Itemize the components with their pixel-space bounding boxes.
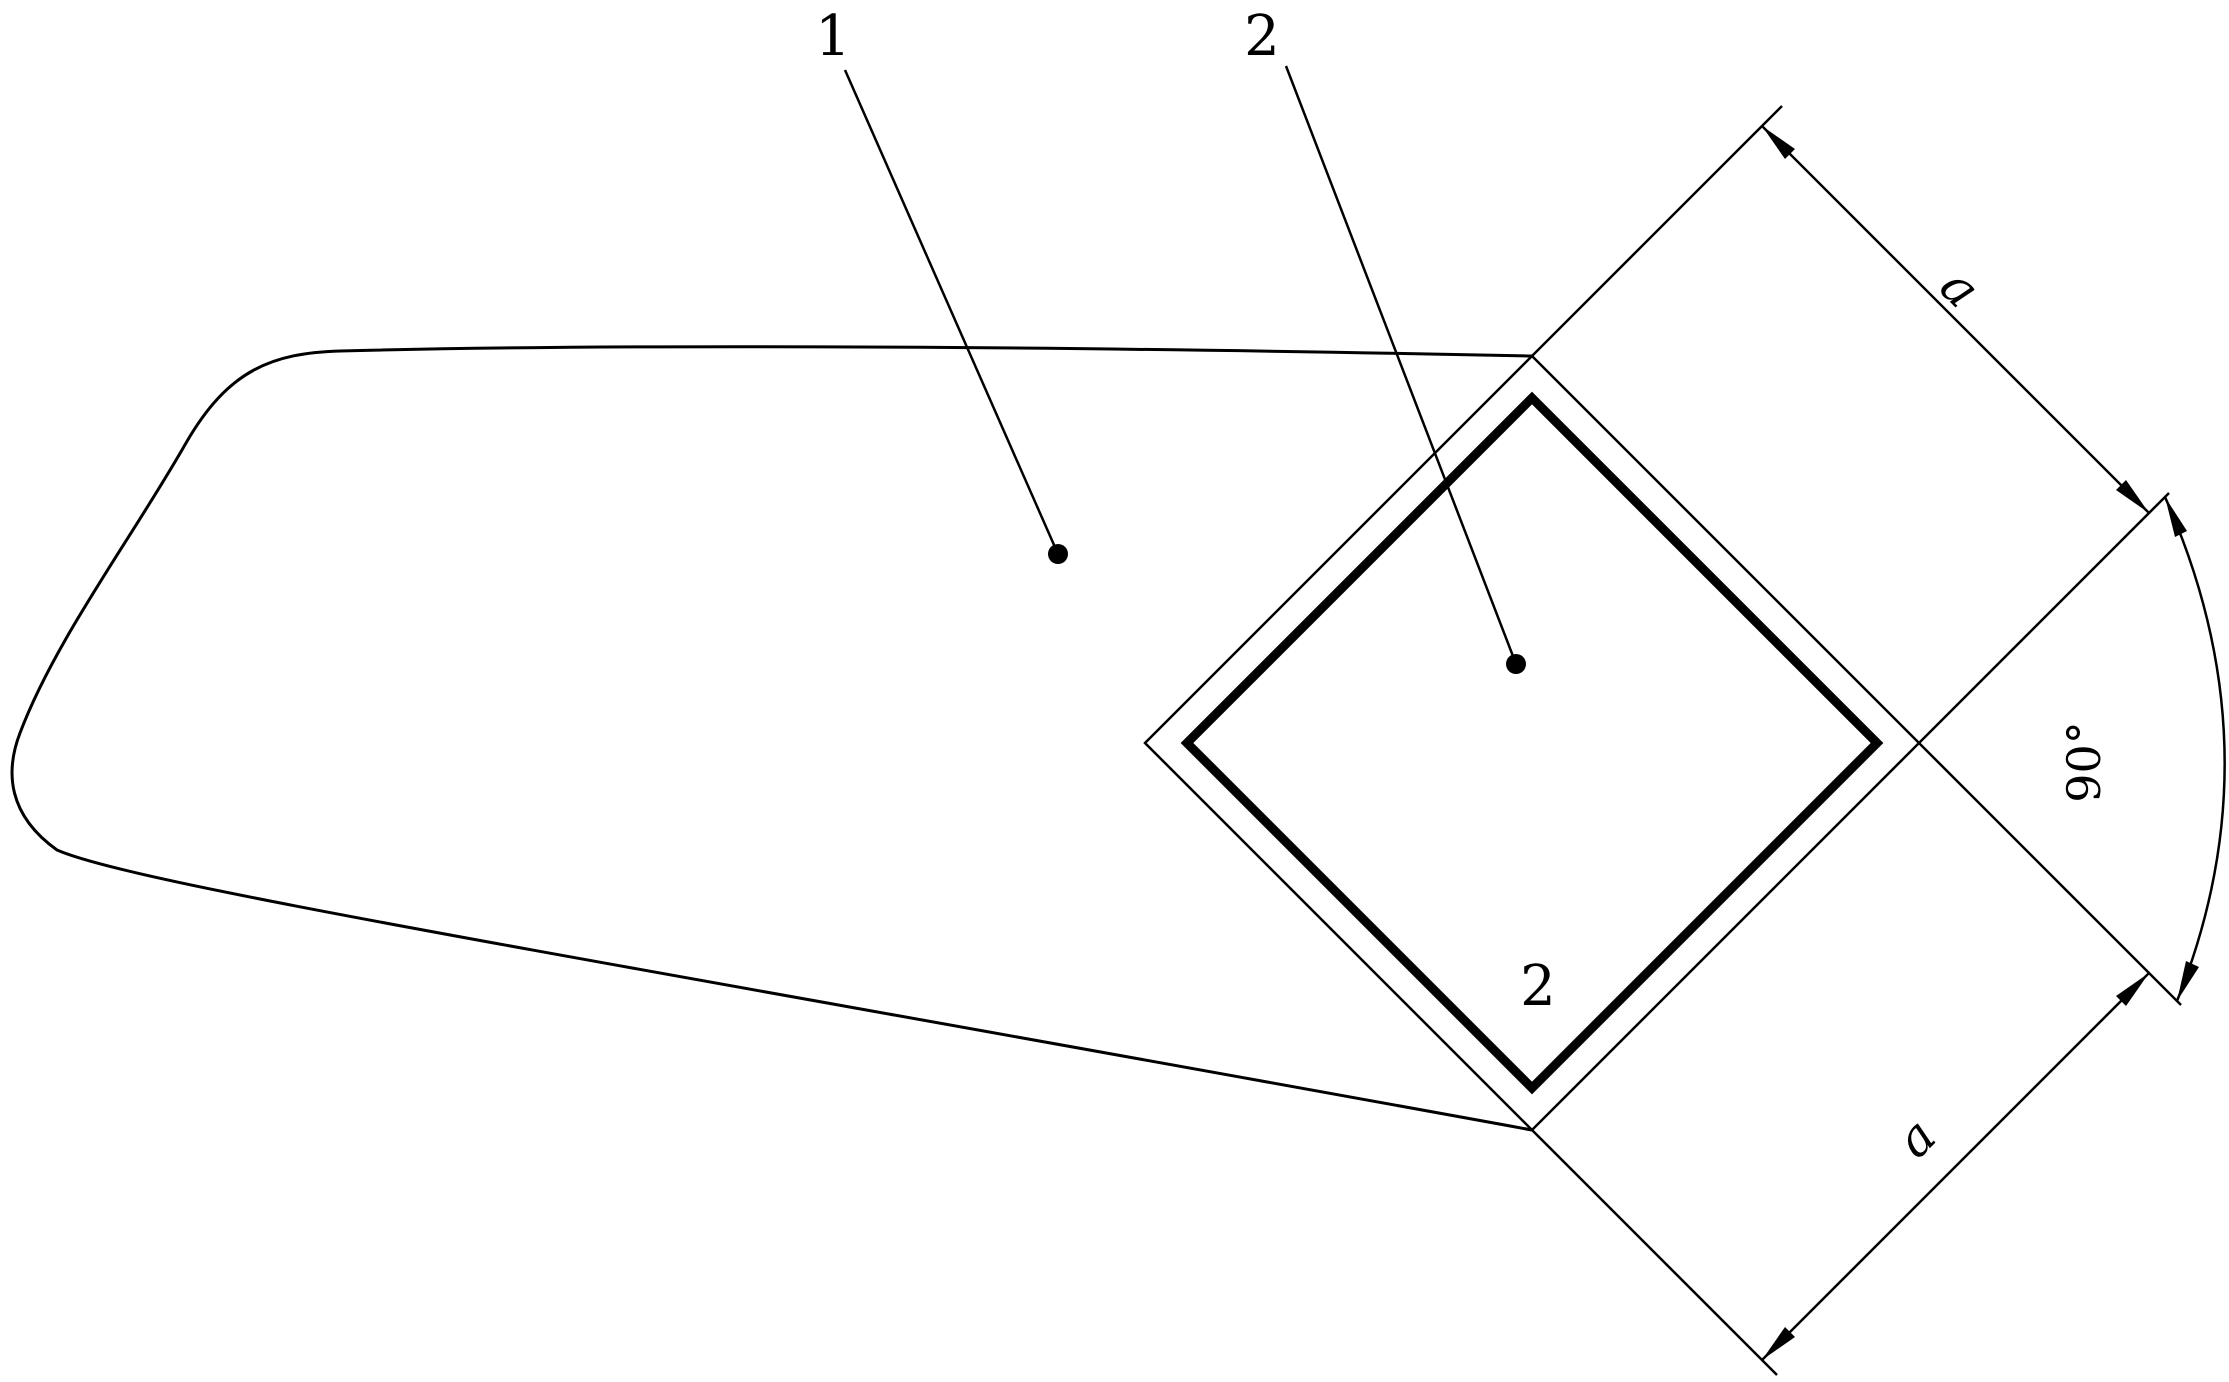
callout-label-part2: 2 — [1244, 4, 1280, 69]
arrowhead-a-bottom-lower — [1762, 1327, 1795, 1360]
leader-dot-part2 — [1506, 654, 1526, 674]
dimension-label-a-bottom: a — [1885, 1107, 1947, 1169]
leader-line-part1 — [843, 69, 1060, 555]
arrowhead-a-top-upper — [1762, 126, 1795, 159]
arrowhead-angle-upper — [2165, 497, 2187, 537]
leader-dot-part1 — [1048, 544, 1068, 564]
dimension-line-a-bottom — [1761, 972, 2150, 1361]
dimension-label-a-top: a — [1929, 257, 1991, 319]
arrowhead-a-bottom-upper — [2116, 973, 2149, 1006]
dimension-label-angle-90: 90° — [2057, 721, 2111, 803]
part2-inner-outline — [1180, 391, 1884, 1095]
extension-line-top-vertex — [1531, 105, 1783, 357]
angle-arc-90 — [2163, 496, 2226, 1002]
arrowhead-angle-lower — [2177, 961, 2199, 1001]
part1-outline — [10, 345, 1533, 1132]
leader-line-part2 — [1284, 65, 1518, 665]
callout-label-part1: 1 — [815, 4, 851, 69]
extension-line-bottom-vertex — [1531, 1129, 1778, 1376]
extension-line-right-vertex-lower — [1918, 742, 2182, 1006]
extension-line-right-vertex-upper — [1918, 492, 2170, 744]
arrowhead-a-top-lower — [2116, 480, 2149, 513]
dimension-line-a-top — [1761, 125, 2150, 514]
callout-label-part2-inner: 2 — [1520, 954, 1556, 1019]
